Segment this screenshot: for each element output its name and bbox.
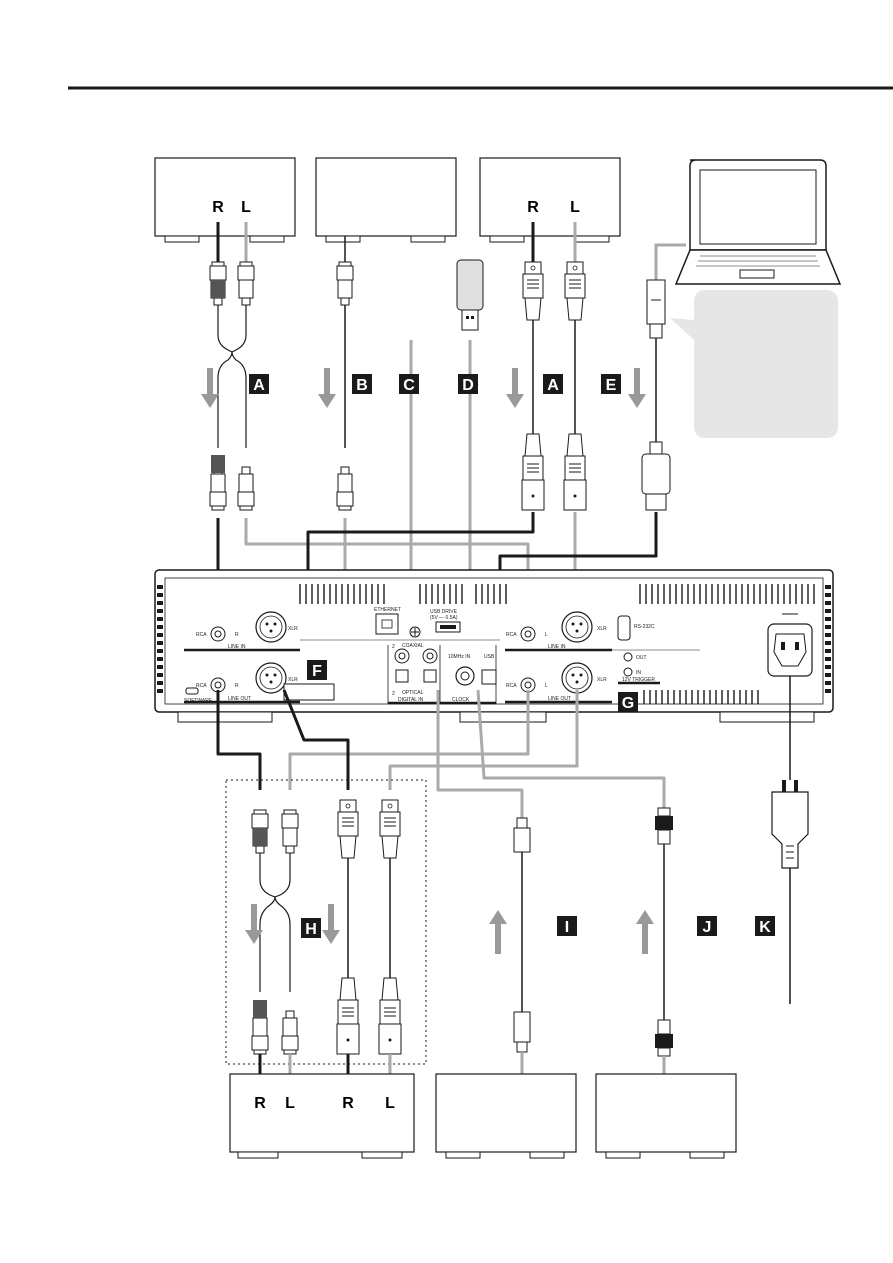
svg-text:G: G: [622, 695, 634, 712]
svg-text:XLR: XLR: [288, 626, 298, 632]
svg-text:RCA: RCA: [506, 632, 517, 638]
svg-text:A: A: [253, 377, 265, 394]
bottom-device-amp: [229, 1073, 415, 1159]
marker-j: J: [697, 916, 717, 936]
marker-c: C: [399, 374, 419, 394]
cable-j-bnc: [655, 807, 673, 1080]
svg-text:XLR: XLR: [288, 677, 298, 683]
arrow-down-h-xlr: [322, 904, 340, 944]
arrow-up-j: [636, 910, 654, 954]
svg-text:LINE OUT: LINE OUT: [228, 696, 251, 702]
svg-text:RCA: RCA: [196, 632, 207, 638]
svg-text:D: D: [462, 377, 474, 394]
top-label-r-2: R: [527, 199, 539, 216]
marker-i: I: [557, 916, 577, 936]
svg-text:H: H: [305, 921, 317, 938]
svg-text:A: A: [547, 377, 559, 394]
svg-text:CLOCK: CLOCK: [452, 697, 470, 703]
svg-text:L: L: [545, 632, 548, 638]
svg-text:(5V — 0.5A): (5V — 0.5A): [430, 615, 458, 621]
cable-b-coax: [336, 236, 354, 511]
svg-text:RCA: RCA: [506, 683, 517, 689]
marker-h: H: [301, 918, 321, 938]
svg-text:XLR: XLR: [597, 626, 607, 632]
svg-text:LINE IN: LINE IN: [548, 644, 566, 650]
rear-panel: [154, 569, 834, 713]
svg-text:DIGITAL IN: DIGITAL IN: [398, 697, 424, 703]
top-label-r-1: R: [212, 199, 224, 216]
marker-e: E: [601, 374, 621, 394]
bottom-label-r-1: R: [254, 1095, 266, 1112]
bottom-label-l-1: L: [285, 1095, 295, 1112]
cable-h-rca: [251, 809, 299, 1090]
svg-text:J: J: [703, 919, 712, 936]
marker-a: A: [249, 374, 269, 394]
callout-bubble: [670, 290, 838, 438]
svg-text:COAXIAL: COAXIAL: [402, 643, 424, 649]
svg-text:E: E: [606, 377, 617, 394]
svg-text:IN: IN: [636, 670, 641, 676]
marker-b: B: [352, 374, 372, 394]
bottom-device-clock: [595, 1073, 737, 1159]
cable-a-xlr: [521, 261, 587, 511]
svg-text:B: B: [356, 377, 368, 394]
bottom-device-optical-source: [435, 1073, 577, 1159]
svg-text:I: I: [565, 919, 569, 936]
svg-text:L: L: [545, 683, 548, 689]
bottom-label-r-2: R: [342, 1095, 354, 1112]
svg-text:2: 2: [392, 691, 395, 697]
marker-d: D: [458, 374, 478, 394]
svg-text:USB DRIVE: USB DRIVE: [430, 609, 458, 615]
top-device-amp-1: [154, 157, 296, 243]
arrow-down-a2: [506, 368, 524, 408]
svg-text:LINE IN: LINE IN: [228, 644, 246, 650]
h-dotted-box: [225, 779, 427, 1065]
svg-text:XLR: XLR: [597, 677, 607, 683]
arrow-down-b: [318, 368, 336, 408]
svg-text:F: F: [312, 663, 322, 680]
svg-text:C: C: [403, 377, 415, 394]
svg-text:RS-232C: RS-232C: [634, 624, 655, 630]
marker-g: G: [618, 692, 638, 712]
svg-text:10MHz IN: 10MHz IN: [448, 654, 471, 660]
marker-a2: A: [543, 374, 563, 394]
svg-text:SOFTWARE: SOFTWARE: [184, 698, 213, 704]
cable-a-rca: [209, 261, 255, 511]
arrow-up-i: [489, 910, 507, 954]
arrow-down-e: [628, 368, 646, 408]
top-label-l-1: L: [241, 199, 251, 216]
svg-text:R: R: [235, 632, 239, 638]
cable-h-xlr: [336, 799, 402, 1090]
svg-text:12V TRIGGER: 12V TRIGGER: [622, 677, 655, 683]
top-device-network: [315, 157, 457, 243]
svg-text:ETHERNET: ETHERNET: [374, 607, 401, 613]
svg-text:OPTICAL: OPTICAL: [402, 690, 424, 696]
panel-feet: [177, 711, 815, 723]
bottom-label-l-2: L: [385, 1095, 395, 1112]
marker-k: K: [755, 916, 775, 936]
laptop-icon: [674, 159, 842, 285]
cable-i-optical: [513, 817, 531, 1080]
svg-text:R: R: [235, 683, 239, 689]
svg-text:LINE OUT: LINE OUT: [548, 696, 571, 702]
arrow-down-a: [201, 368, 219, 408]
cable-k-power: [771, 780, 809, 1004]
usb-stick-icon: [456, 259, 484, 331]
marker-f: F: [307, 660, 327, 680]
top-label-l-2: L: [570, 199, 580, 216]
panel-text: RCA RCA RCA RCA XLR XLR XLR XLR R R L L …: [184, 607, 655, 704]
cable-e-usb: [641, 243, 686, 511]
svg-text:OUT: OUT: [636, 655, 647, 661]
svg-text:K: K: [759, 919, 771, 936]
svg-text:RCA: RCA: [196, 683, 207, 689]
svg-text:2: 2: [392, 644, 395, 650]
svg-text:USB: USB: [484, 654, 495, 660]
top-device-amp-2: [479, 157, 621, 243]
